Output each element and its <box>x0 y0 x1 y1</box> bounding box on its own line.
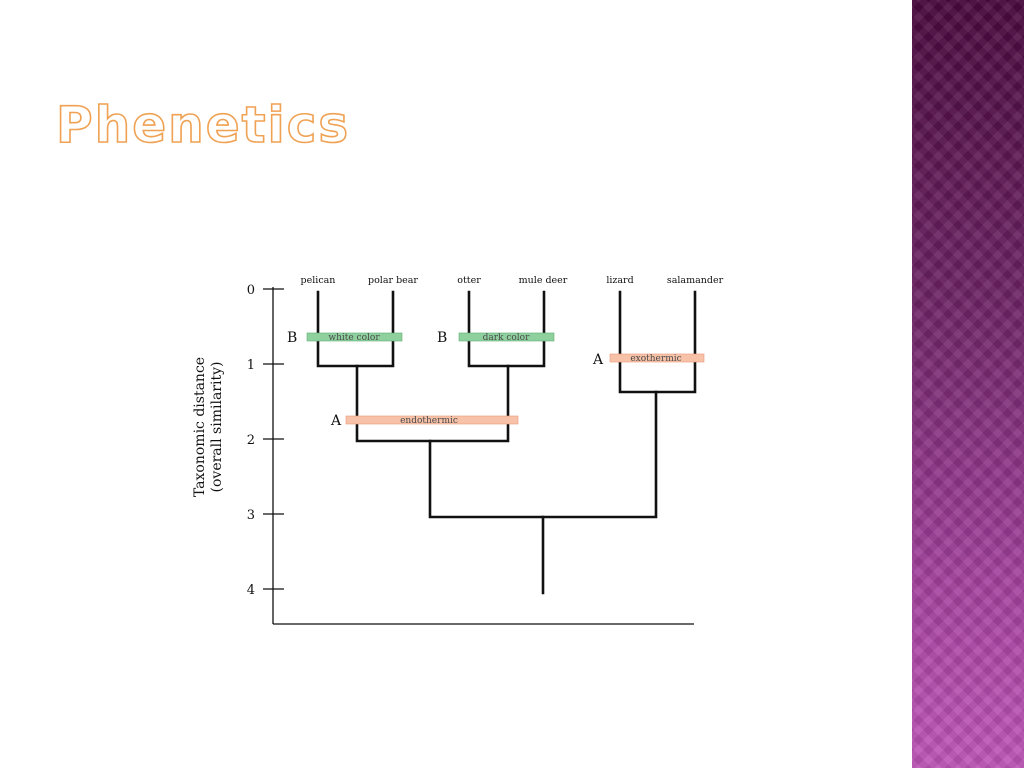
taxon-salamander: salamander <box>667 275 724 286</box>
taxon-polar-bear: polar bear <box>368 275 418 286</box>
taxon-otter: otter <box>457 275 481 286</box>
y-tick-0: 0 <box>247 283 255 298</box>
character-endothermic: endothermic A <box>330 413 519 429</box>
character-label-exothermic: exothermic <box>630 354 681 364</box>
y-axis-title-line2: (overall similarity) <box>209 362 225 493</box>
character-label-dark-color: dark color <box>483 333 530 343</box>
character-label-white-color: white color <box>328 333 380 343</box>
side-decor-panel <box>912 0 1024 768</box>
taxon-pelican: pelican <box>301 275 336 286</box>
y-axis <box>263 287 284 624</box>
character-dark-color: dark color B <box>437 330 555 346</box>
character-label-endothermic: endothermic <box>400 416 458 426</box>
branch-otter-muledeer <box>467 290 546 368</box>
branch-root-join <box>428 390 658 519</box>
y-tick-3: 3 <box>247 508 255 523</box>
group-label-a2: A <box>330 413 342 429</box>
branch-mammals-birds <box>355 364 510 443</box>
branch-pelican-polarbear <box>316 290 395 368</box>
taxon-mule-deer: mule deer <box>519 275 568 286</box>
y-tick-4: 4 <box>247 583 255 598</box>
page-title: Phenetics <box>55 96 351 154</box>
y-axis-title: Taxonomic distance (overall similarity) <box>192 357 225 497</box>
character-white-color: white color B <box>287 330 403 346</box>
group-label-a1: A <box>592 352 604 368</box>
taxon-lizard: lizard <box>606 275 633 286</box>
taxon-labels: pelican polar bear otter mule deer lizar… <box>301 275 724 286</box>
y-tick-labels: 0 1 2 3 4 <box>247 283 255 598</box>
y-tick-2: 2 <box>247 433 255 448</box>
branch-lizard-salamander <box>618 290 697 394</box>
y-tick-1: 1 <box>247 358 255 373</box>
character-exothermic: exothermic A <box>592 352 705 368</box>
dendrogram-branches <box>316 290 697 595</box>
group-label-b1: B <box>287 330 297 346</box>
phenetic-dendrogram: 0 1 2 3 4 Taxonomic distance (overall si… <box>192 275 724 625</box>
group-label-b2: B <box>437 330 447 346</box>
y-axis-title-line1: Taxonomic distance <box>192 357 208 497</box>
